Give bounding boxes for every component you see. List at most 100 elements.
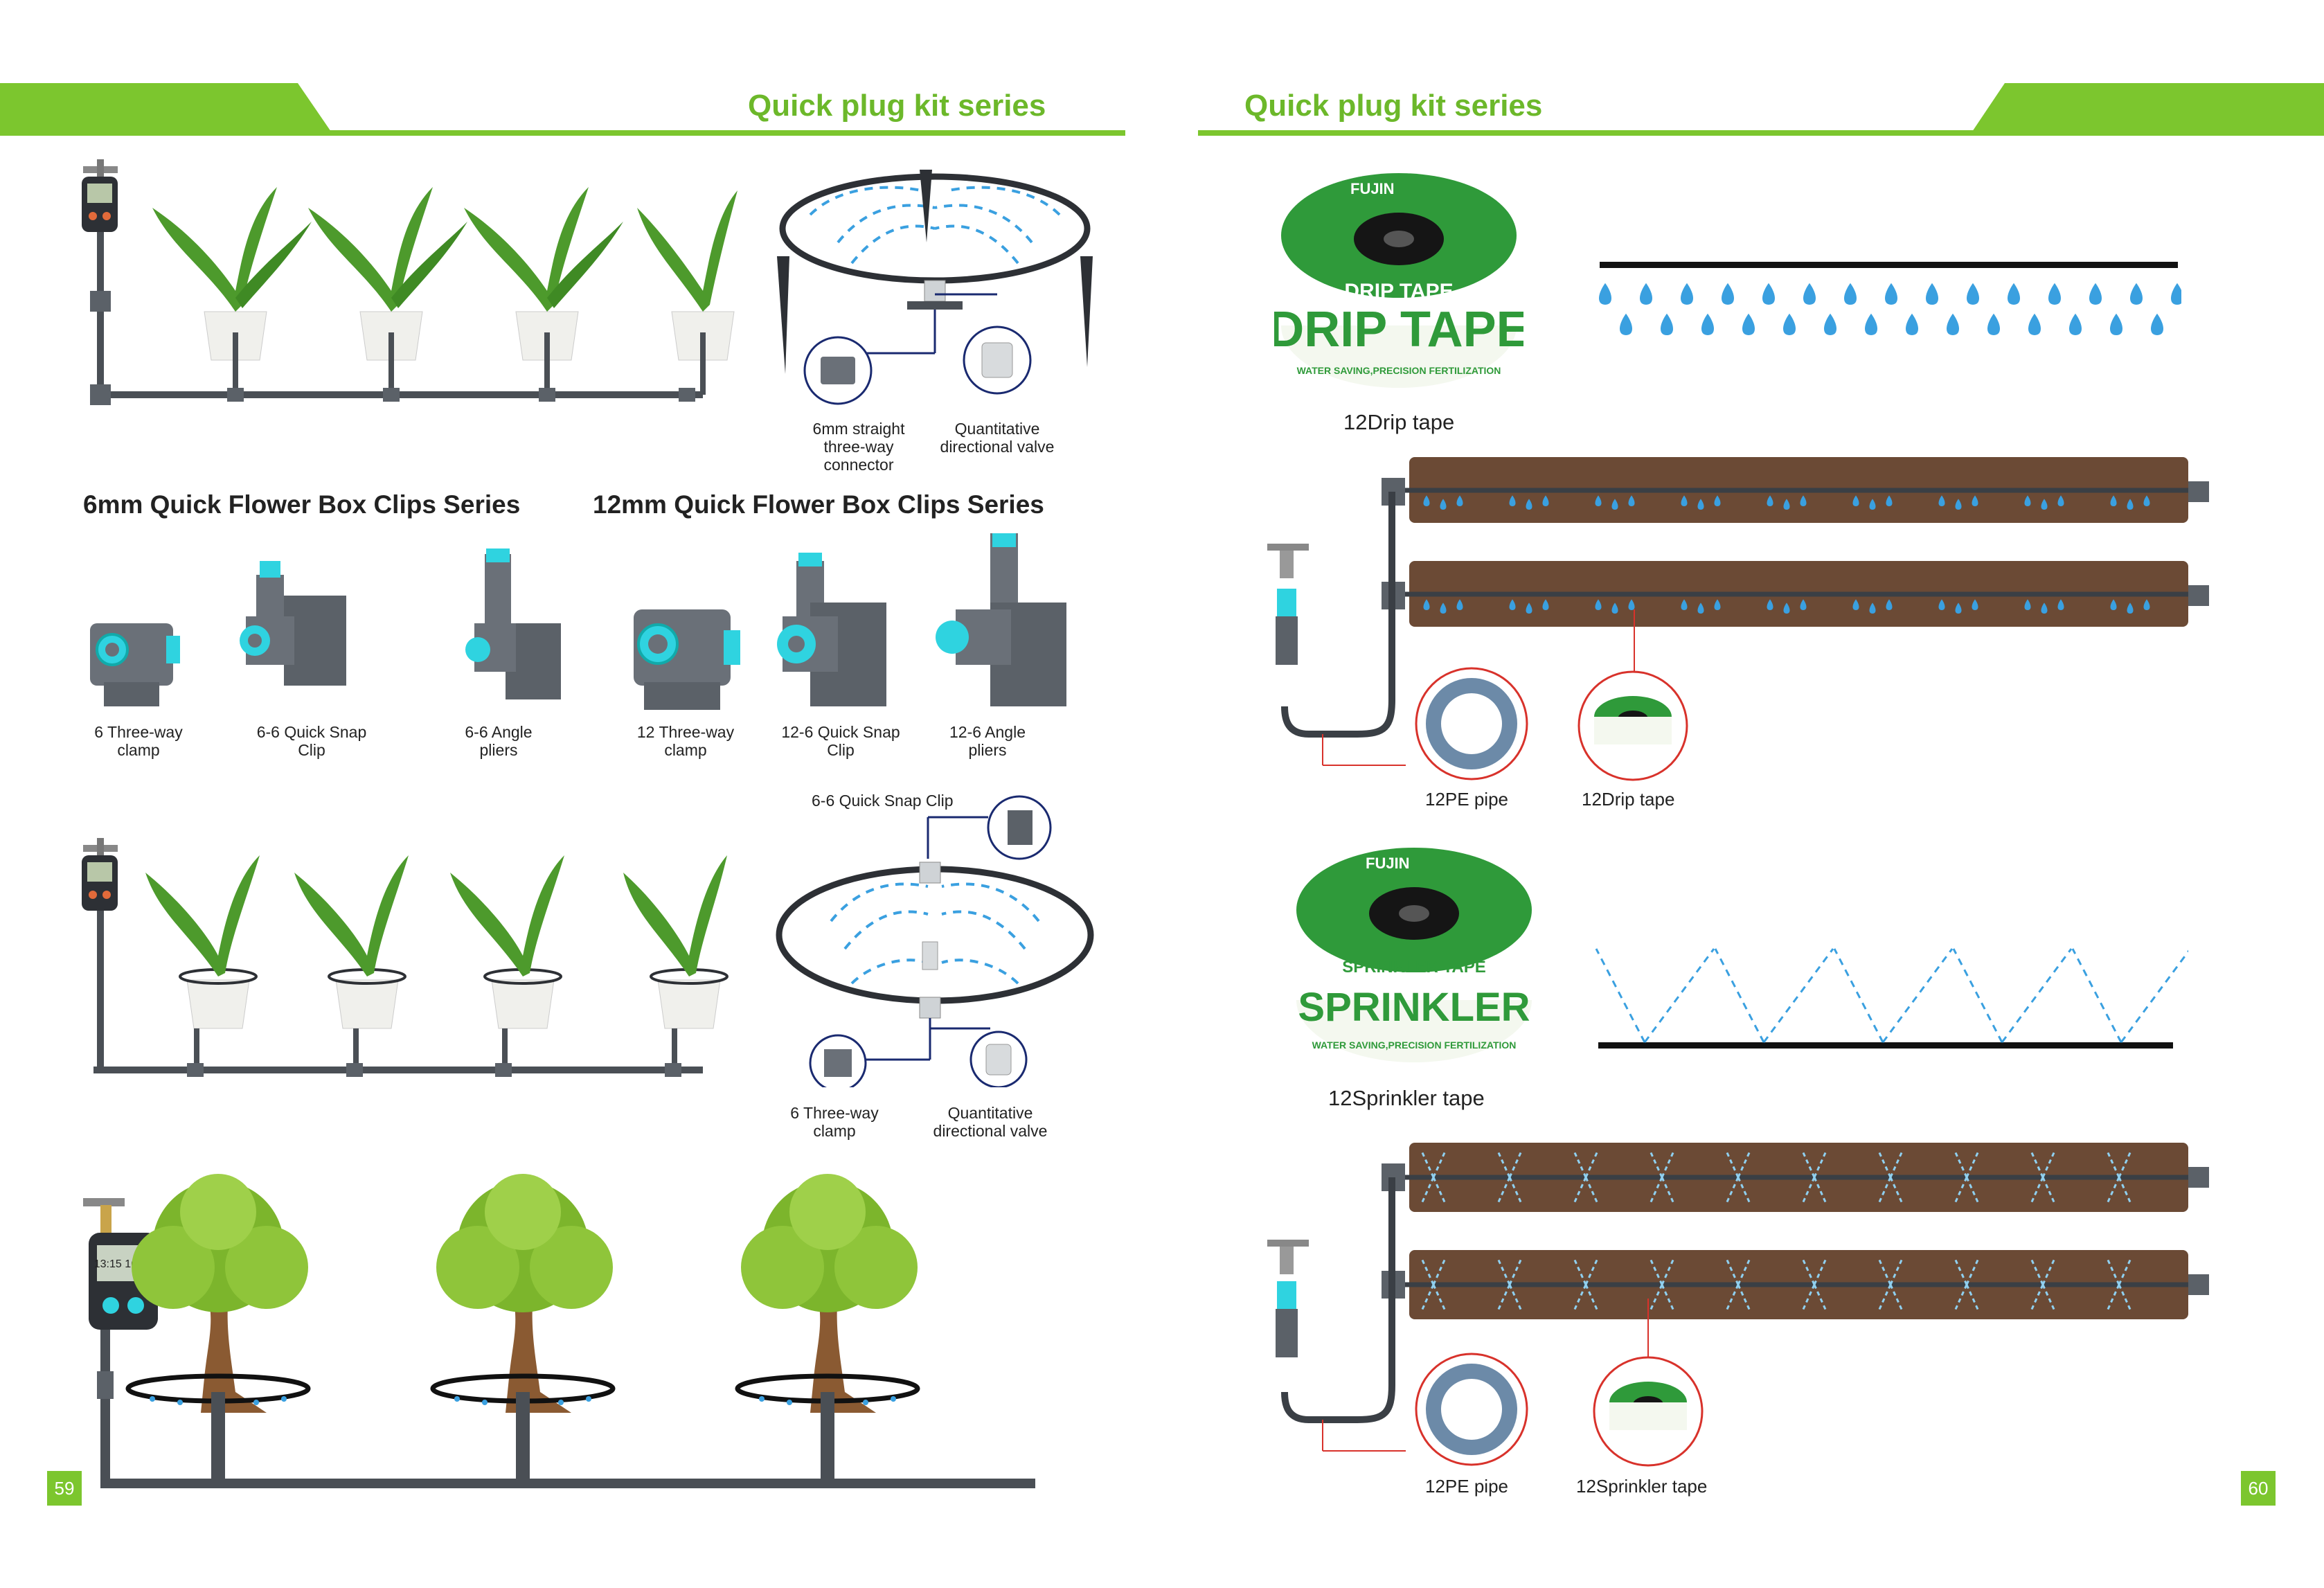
water-drop-icon: [1886, 599, 1893, 610]
water-drop-icon: [1681, 599, 1688, 610]
three-way-connector-icon: [821, 357, 855, 384]
water-drop-icon: [1440, 603, 1447, 614]
spray-line: [1952, 948, 2003, 1043]
water-drop-icon: [1869, 603, 1876, 614]
water-drop-icon: [1967, 283, 1979, 305]
timer-icon: [82, 855, 118, 911]
snap-clip-icon: [1008, 810, 1033, 845]
water-drop-icon: [1611, 603, 1618, 614]
water-drop-icon: [2151, 313, 2163, 335]
water-drop-icon: [2143, 599, 2150, 610]
water-drop-icon: [1595, 599, 1602, 610]
water-drop-icon: [1509, 495, 1516, 506]
connector-label: 6mm straight three-way connector: [812, 420, 905, 474]
directional-valve-icon: [985, 1044, 1012, 1076]
water-drop-icon: [2057, 495, 2064, 506]
water-drop-icon: [1844, 283, 1857, 305]
water-drop-icon: [1852, 599, 1859, 610]
water-drop-icon: [1681, 495, 1688, 506]
spray-line: [2120, 949, 2188, 1043]
sprinkler-illustration: [1595, 948, 2188, 1049]
water-drop-icon: [1620, 313, 1632, 335]
ring-spray-diagram: [776, 795, 1094, 1087]
clip-label-1: 6 Three-way clamp: [94, 723, 183, 759]
left-header-band: [0, 83, 1125, 136]
water-drop-icon: [1783, 603, 1790, 614]
right-header: [1198, 83, 2324, 139]
water-drop-icon: [1526, 603, 1532, 614]
water-drop-icon: [2127, 499, 2134, 510]
sprinkler-system-diagram: [1267, 1143, 2209, 1467]
quick-snap-clip-12-6-icon: [777, 553, 886, 706]
spray-line: [2001, 948, 2073, 1043]
water-drop-icon: [1865, 313, 1877, 335]
valve-label-mid: Quantitative directional valve: [933, 1104, 1048, 1140]
clip-label-5: 12-6 Quick Snap Clip: [781, 723, 900, 759]
timer-icon: [82, 177, 118, 232]
water-drop-icon: [1599, 283, 1611, 305]
tree-irrigation-diagram: 13:15 16:00: [83, 1174, 1035, 1488]
water-drop-icon: [1972, 599, 1978, 610]
three-way-clamp-6-icon: [90, 623, 180, 706]
angle-pliers-12-6-icon: [936, 533, 1066, 706]
water-drop-icon: [1972, 495, 1978, 506]
svg-text:FUJIN: FUJIN: [1350, 180, 1395, 197]
clip-label-2: 6-6 Quick Snap Clip: [256, 723, 367, 759]
svg-text:FUJIN: FUJIN: [1366, 855, 1410, 872]
drip-system-diagram: [1267, 457, 2209, 781]
svg-text:DRIP TAPE: DRIP TAPE: [1344, 280, 1453, 303]
water-drop-icon: [2069, 313, 2082, 335]
water-drop-icon: [1955, 603, 1962, 614]
water-drop-icon: [1955, 499, 1962, 510]
water-drop-icon: [1440, 499, 1447, 510]
svg-text:WATER SAVING,PRECISION FERTILI: WATER SAVING,PRECISION FERTILIZATION: [1297, 365, 1501, 376]
clips-row: [90, 533, 1066, 710]
plant-2-icon: [308, 187, 467, 402]
water-drop-icon: [1803, 283, 1816, 305]
sprinkler-tape-reel: FUJIN SPRINKLER TAPE SPRINKLER WATER SAV…: [1296, 848, 1532, 1062]
three-way-clamp-12-icon: [634, 609, 740, 710]
right-header-band: [1198, 83, 2324, 136]
directional-valve-icon: [981, 342, 1013, 378]
water-drop-icon: [1886, 495, 1893, 506]
water-drop-icon: [1800, 599, 1807, 610]
right-page-number: 60: [2241, 1471, 2276, 1506]
water-drop-icon: [1926, 283, 1938, 305]
water-drop-icon: [1938, 495, 1945, 506]
water-drop-icon: [2048, 283, 2061, 305]
water-drop-icon: [1595, 495, 1602, 506]
faucet-icon: [1267, 544, 1309, 665]
water-drop-icon: [1423, 495, 1430, 506]
clamp-label-mid: 6 Three-way clamp: [790, 1104, 879, 1140]
plant-4-icon: [637, 190, 738, 402]
clip-label-4: 12 Three-way clamp: [636, 723, 735, 759]
water-drop-icon: [1456, 495, 1463, 506]
tree-1-icon: [125, 1174, 311, 1482]
clip-label-3: 6-6 Angle pliers: [465, 723, 533, 759]
water-drop-icon: [2171, 283, 2181, 305]
faucet-icon: [83, 838, 118, 859]
drip-tape-caption: 12Drip tape: [1343, 410, 1455, 434]
water-drop-icon: [1526, 499, 1532, 510]
water-drop-icon: [2008, 283, 2020, 305]
drip-tape-label: 12Drip tape: [1582, 789, 1675, 810]
quick-snap-clip-6-6-icon: [240, 561, 346, 686]
water-drop-icon: [1783, 313, 1796, 335]
water-drop-icon: [1640, 283, 1652, 305]
spray-line: [1833, 948, 1884, 1043]
clip-label-6: 12-6 Angle pliers: [949, 723, 1026, 759]
three-way-clamp-icon: [824, 1049, 852, 1077]
water-drop-icon: [2041, 499, 2048, 510]
potted-plant-drip-diagram: [82, 159, 738, 405]
water-drop-icon: [1611, 499, 1618, 510]
left-header: [0, 83, 1125, 139]
drip-tape-reel: FUJIN DRIP TAPE DRIP TAPE WATER SAVING,P…: [1274, 173, 1523, 388]
left-page-title: Quick plug kit series: [748, 89, 1046, 123]
right-page-title: Quick plug kit series: [1244, 89, 1543, 123]
svg-text:SPRINKLER TAPE: SPRINKLER TAPE: [1342, 958, 1486, 976]
water-drop-icon: [2041, 603, 2048, 614]
spray-line: [1714, 948, 1765, 1043]
water-drop-icon: [2110, 599, 2117, 610]
svg-text:WATER SAVING,PRECISION FERTILI: WATER SAVING,PRECISION FERTILIZATION: [1312, 1040, 1517, 1051]
water-drop-icon: [1800, 495, 1807, 506]
